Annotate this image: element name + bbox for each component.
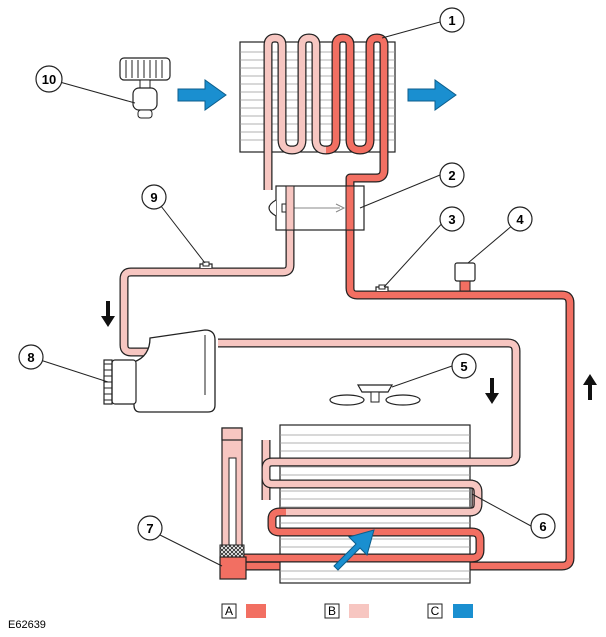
- blower-fan: [329, 384, 421, 406]
- condenser: [239, 33, 396, 190]
- svg-text:5: 5: [460, 359, 467, 374]
- svg-text:7: 7: [146, 521, 153, 536]
- expansion-valve: [268, 185, 365, 231]
- callout-5: 5: [451, 353, 477, 379]
- airflow-arrows: [177, 79, 457, 571]
- svg-text:8: 8: [27, 350, 34, 365]
- high-pressure-pipes: [240, 190, 575, 571]
- thermostat-switch: [119, 57, 171, 119]
- legend-item-c: C: [427, 603, 473, 619]
- flow-direction-arrows: [101, 301, 597, 404]
- flow-up-arrow-right: [583, 374, 597, 400]
- airflow-in-arrow: [177, 79, 227, 111]
- flow-down-arrow-left: [101, 301, 115, 327]
- legend-item-a: A: [221, 603, 266, 619]
- compressor: [103, 329, 216, 413]
- figure-reference: E62639: [8, 619, 46, 631]
- svg-text:9: 9: [150, 190, 157, 205]
- callout-4: 4: [507, 206, 533, 232]
- callout-6: 6: [530, 513, 556, 539]
- svg-text:A: A: [225, 604, 233, 618]
- evaporator: [219, 424, 521, 584]
- high-side-service-port: [375, 284, 389, 291]
- airflow-evaporator-arrow: [333, 529, 375, 571]
- svg-text:B: B: [328, 604, 336, 618]
- callout-10: 10: [35, 65, 63, 93]
- low-side-service-port: [199, 261, 213, 268]
- callout-9: 9: [141, 184, 167, 210]
- svg-text:3: 3: [448, 212, 455, 227]
- callout-8: 8: [18, 344, 44, 370]
- svg-text:2: 2: [448, 168, 455, 183]
- legend-item-b: B: [324, 603, 369, 619]
- callout-1: 1: [439, 7, 465, 33]
- svg-text:4: 4: [516, 212, 524, 227]
- airflow-out-arrow: [407, 79, 457, 111]
- svg-text:C: C: [431, 604, 440, 618]
- callout-3: 3: [439, 206, 465, 232]
- legend: A B C: [221, 603, 473, 619]
- flow-down-arrow-right: [485, 378, 499, 404]
- svg-text:6: 6: [539, 519, 546, 534]
- pressure-switch: [454, 262, 476, 292]
- callout-7: 7: [137, 515, 163, 541]
- callout-2: 2: [439, 162, 465, 188]
- svg-text:10: 10: [42, 72, 56, 87]
- svg-text:1: 1: [448, 13, 455, 28]
